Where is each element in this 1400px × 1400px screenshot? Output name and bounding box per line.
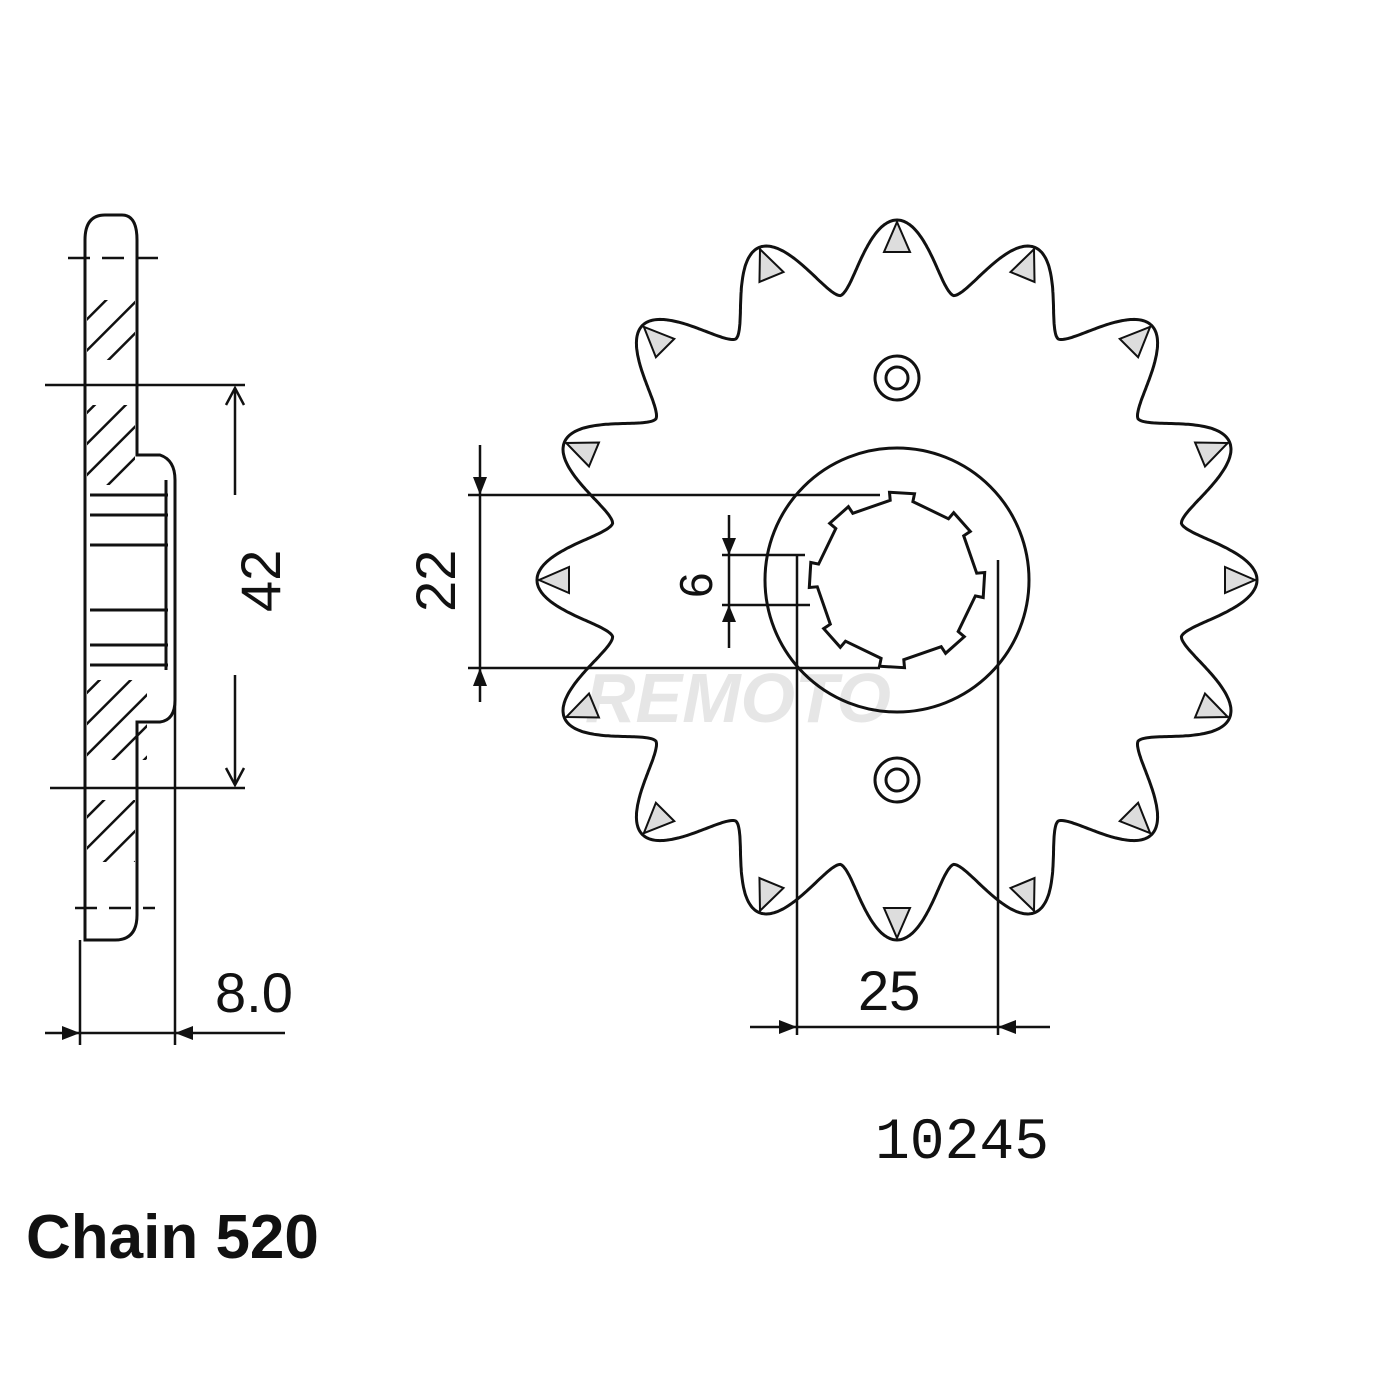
tooth-tip	[1008, 246, 1036, 284]
tooth-tip	[882, 219, 912, 253]
arrow-right-icon	[779, 1020, 797, 1034]
tooth-tip	[563, 441, 601, 469]
bolt-hole-bottom-outer	[873, 756, 921, 804]
tooth-tip	[1117, 325, 1152, 360]
tooth-tip	[1117, 800, 1152, 835]
tooth-tip	[1193, 441, 1231, 469]
bolt-hole-bottom-inner	[884, 767, 910, 793]
dim-8-label: 8.0	[215, 961, 293, 1024]
watermark-text: REMOTO	[585, 659, 891, 737]
tooth-tip	[758, 246, 786, 284]
dim-42-label: 42	[229, 550, 292, 612]
arrow-right-icon	[62, 1026, 80, 1040]
tooth-tip	[1193, 691, 1231, 719]
tooth-tip	[642, 800, 677, 835]
arrow-up-icon	[473, 668, 487, 686]
bolt-hole-top-inner	[884, 365, 910, 391]
arrow-left-icon	[998, 1020, 1016, 1034]
hatch-top	[87, 300, 135, 360]
dim-6-label: 6	[670, 572, 722, 598]
dim-22-label: 22	[404, 550, 467, 612]
bolt-hole-top-outer	[873, 354, 921, 402]
tooth-tip	[758, 876, 786, 914]
tooth-tip	[882, 907, 912, 941]
hatch-upper-hub	[87, 405, 135, 485]
hub-circle	[763, 446, 1031, 714]
side-view: 42 8.0	[45, 213, 293, 1045]
front-view: 22 6 25	[404, 218, 1259, 1035]
arrow-down-icon	[473, 477, 487, 495]
arrow-down-icon	[722, 538, 736, 555]
chain-size-label: Chain 520	[26, 1203, 319, 1272]
side-plate-outline	[83, 213, 177, 942]
tooth-tip	[563, 691, 601, 719]
tooth-tip	[1224, 565, 1258, 595]
sprocket-outline	[535, 218, 1259, 942]
tooth-tip	[1008, 876, 1036, 914]
arrow-left-icon	[175, 1026, 193, 1040]
hatch-bottom	[87, 800, 135, 862]
arrow-up-icon	[722, 605, 736, 622]
tooth-tips	[536, 219, 1258, 941]
tooth-tip	[536, 565, 570, 595]
hatch-lower-hub	[87, 680, 147, 760]
arrow-down-icon	[224, 767, 246, 788]
spline-bore	[807, 490, 987, 670]
side-bore-lines	[90, 480, 168, 670]
arrow-up-icon	[224, 385, 246, 406]
dim-25-label: 25	[858, 959, 920, 1022]
part-number: 10245	[875, 1111, 1049, 1176]
tooth-tip	[642, 325, 677, 360]
